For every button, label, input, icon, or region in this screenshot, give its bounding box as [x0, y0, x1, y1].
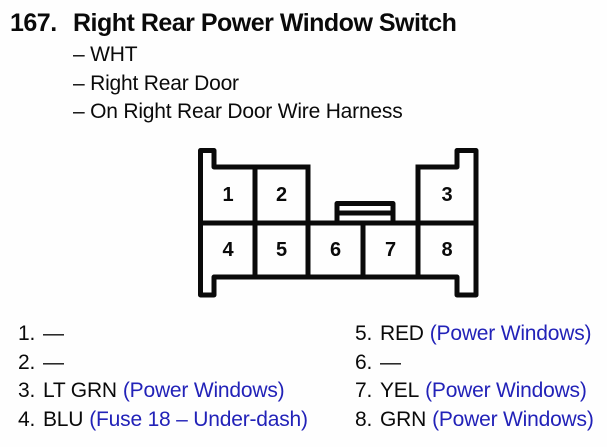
connector-pin-2: 2 [275, 184, 288, 206]
detail-location: – Right Rear Door [73, 71, 239, 95]
pin-legend-left-column: 1. — 2. — 3. LT GRN (Power Windows) 4. B… [18, 320, 308, 434]
legend-row-pin-1: 1. — [18, 320, 308, 349]
connector-pin-3: 3 [441, 184, 453, 206]
legend-row-pin-3: 3. LT GRN (Power Windows) [18, 377, 308, 406]
wire-color: — [380, 350, 401, 374]
wire-color: BLU [43, 407, 84, 431]
wire-color: GRN [380, 407, 427, 431]
wire-color: YEL [380, 379, 420, 403]
connector-pin-6: 6 [329, 239, 342, 261]
circuit-note: (Power Windows) [425, 379, 587, 403]
circuit-note: (Power Windows) [432, 407, 594, 431]
connector-pin-8: 8 [441, 239, 453, 261]
legend-row-pin-4: 4. BLU (Fuse 18 – Under-dash) [18, 406, 308, 435]
wire-color: RED [380, 322, 424, 345]
item-number: 167. [10, 9, 57, 37]
pin-number: 6. [355, 350, 373, 374]
legend-row-pin-5: 5. RED (Power Windows) [355, 320, 594, 349]
legend-row-pin-8: 8. GRN (Power Windows) [355, 406, 594, 435]
pin-number: 2. [18, 350, 36, 374]
connector-diagram: 1 2 3 4 5 6 7 8 [196, 146, 480, 300]
page-header: 167. Right Rear Power Window Switch [10, 9, 457, 37]
circuit-note: (Fuse 18 – Under-dash) [89, 407, 308, 431]
circuit-note: (Power Windows) [122, 379, 285, 403]
circuit-note: (Power Windows) [429, 322, 592, 345]
connector-cell-grid [198, 164, 479, 280]
legend-row-pin-2: 2. — [18, 349, 308, 378]
legend-row-pin-6: 6. — [355, 349, 594, 378]
legend-row-pin-7: 7. YEL (Power Windows) [355, 377, 594, 406]
connector-pin-7: 7 [384, 239, 397, 261]
detail-harness: – On Right Rear Door Wire Harness [73, 100, 403, 124]
pin-number: 5. [355, 322, 373, 345]
wire-color: — [43, 350, 64, 374]
pin-legend-right-column: 5. RED (Power Windows) 6. — 7. YEL (Powe… [355, 320, 594, 434]
pin-number: 3. [18, 379, 36, 403]
connector-pin-5: 5 [275, 239, 288, 261]
component-details: – WHT – Right Rear Door – On Right Rear … [73, 41, 403, 127]
pin-number: 7. [355, 379, 373, 403]
wire-color: — [43, 322, 64, 345]
pin-number: 4. [18, 407, 36, 431]
connector-pin-1: 1 [222, 184, 234, 206]
detail-wire-color: – WHT [73, 43, 138, 66]
connector-pin-4: 4 [222, 239, 234, 261]
page-title: Right Rear Power Window Switch [73, 9, 457, 37]
connector-outline-icon [198, 148, 479, 298]
pin-number: 8. [355, 407, 373, 431]
wire-color: LT GRN [43, 379, 117, 403]
pin-number: 1. [18, 322, 36, 345]
